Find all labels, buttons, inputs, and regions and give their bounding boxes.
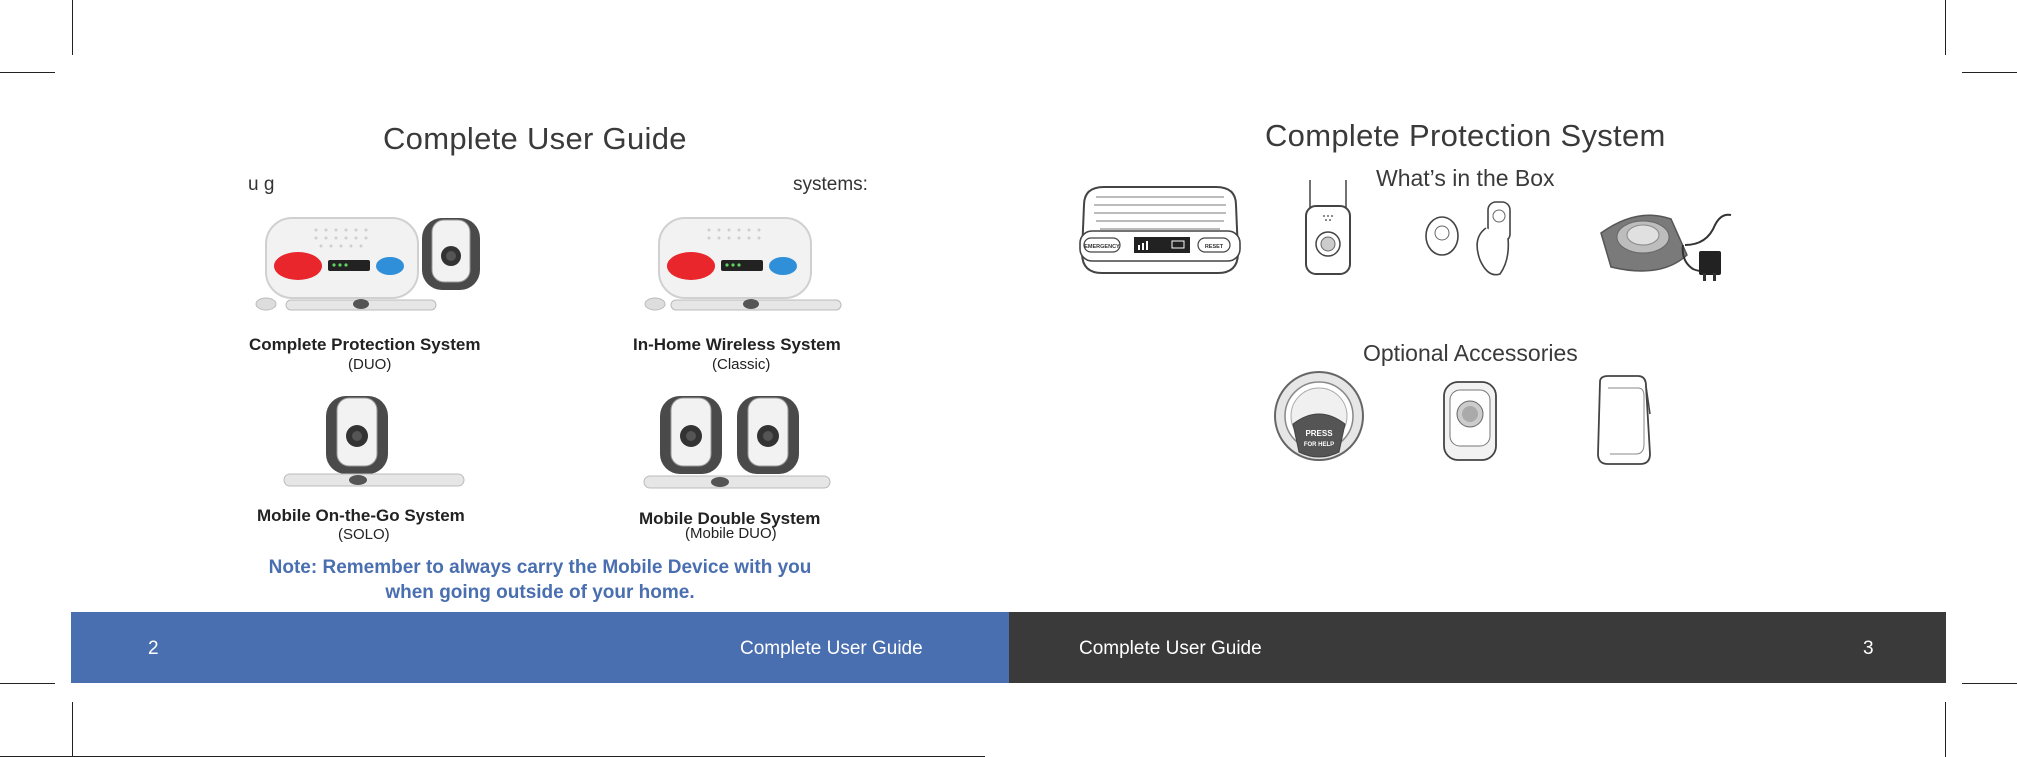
intro-text-end: systems: [793, 174, 868, 195]
product-sub-classic: (Classic) [712, 356, 771, 373]
page-number-left: 2 [148, 638, 159, 659]
footer-label-right: Complete User Guide [1079, 638, 1262, 659]
crop-mark [72, 0, 73, 55]
intro-text-start: u g [248, 174, 275, 195]
duo-system-icon [255, 217, 480, 311]
svg-text:FOR HELP: FOR HELP [1304, 442, 1334, 448]
wall-button-icon: PRESS FOR HELP [1274, 371, 1364, 461]
base-station-icon: EMERGENCY RESET [1079, 186, 1241, 274]
belt-clip-icon [1443, 381, 1497, 461]
page-title: Complete User Guide [383, 121, 687, 156]
accessories-heading: Optional Accessories [1363, 340, 1578, 366]
product-name-classic: In-Home Wireless System [633, 335, 841, 354]
product-sub-solo: (SOLO) [338, 526, 390, 543]
footer-right: Complete User Guide 3 [1009, 612, 1946, 683]
mobile-pendant-icon [1305, 180, 1351, 275]
product-name-mobile-duo: Mobile Double System [639, 509, 821, 528]
lanyard-case-icon [1597, 375, 1651, 465]
svg-text:PRESS: PRESS [1305, 429, 1333, 438]
crop-mark [0, 72, 55, 73]
crop-mark [1945, 0, 1946, 55]
product-name-solo: Mobile On-the-Go System [257, 506, 465, 525]
classic-system-icon [644, 217, 842, 311]
note-line-1: Note: Remember to always carry the Mobil… [268, 557, 812, 578]
crop-mark [1962, 683, 2017, 684]
footer-left: 2 Complete User Guide [71, 612, 1009, 683]
svg-text:RESET: RESET [1205, 244, 1224, 250]
right-page-title: Complete Protection System [1265, 118, 1666, 153]
wrist-button-icon [1425, 201, 1511, 276]
crop-mark [1962, 72, 2017, 73]
solo-system-icon [283, 396, 465, 487]
crop-mark [72, 702, 73, 757]
crop-mark [1945, 702, 1946, 757]
charging-cradle-icon [1600, 213, 1732, 281]
product-name-duo: Complete Protection System [249, 335, 481, 354]
product-sub-mobile-duo: (Mobile DUO) [685, 525, 777, 542]
mobile-duo-system-icon [643, 396, 831, 489]
footer-label-left: Complete User Guide [740, 638, 923, 659]
svg-text:EMERGENCY: EMERGENCY [1084, 244, 1120, 250]
box-contents-heading: What’s in the Box [1376, 165, 1555, 191]
product-sub-duo: (DUO) [348, 356, 392, 373]
page-number-right: 3 [1863, 638, 1874, 659]
note-line-2: when going outside of your home. [385, 582, 695, 603]
crop-mark [0, 683, 55, 684]
